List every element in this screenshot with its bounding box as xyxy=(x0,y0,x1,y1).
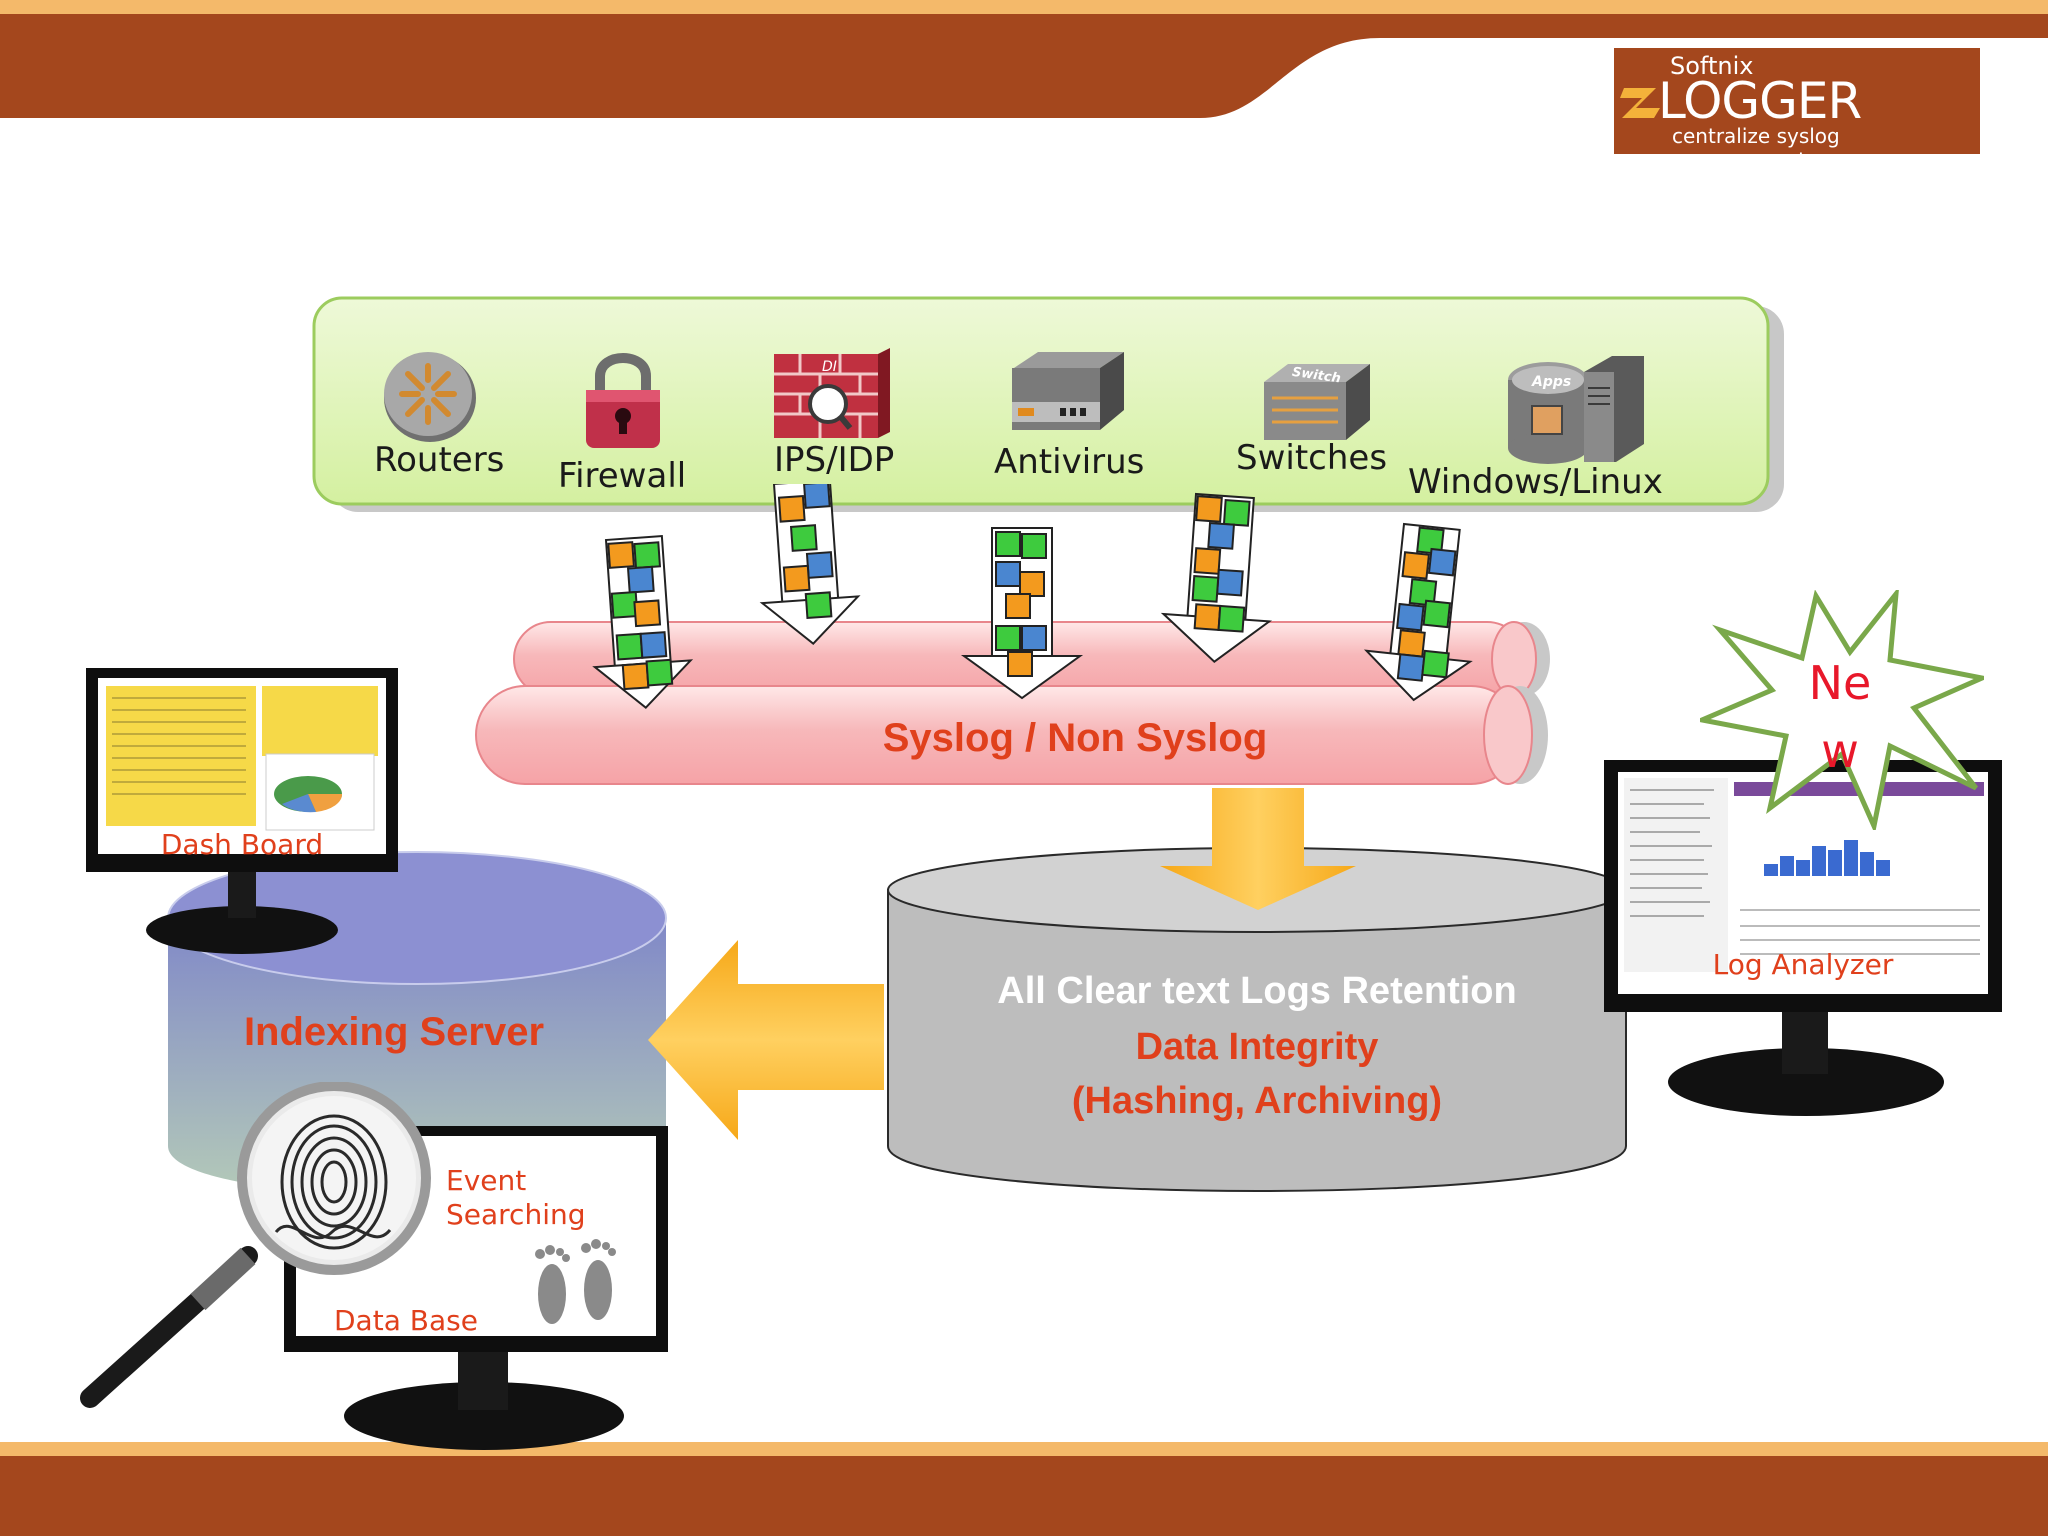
footer-band xyxy=(0,1442,2048,1536)
logo-product: LOGGER xyxy=(1658,72,1862,130)
ips-tag: DI xyxy=(822,359,837,375)
storage-line2: Data Integrity xyxy=(1135,1026,1379,1068)
left-arrow xyxy=(648,940,884,1140)
source-label-firewall: Firewall xyxy=(558,456,687,496)
syslog-pipe xyxy=(475,621,1550,785)
new-badge-line1: Ne xyxy=(1808,656,1872,710)
pipe-label: Syslog / Non Syslog xyxy=(882,716,1268,760)
magnifier-fingerprint-icon xyxy=(80,1082,431,1408)
logo-tagline: centralize syslog management xyxy=(1672,124,1840,172)
dashboard-label: Dash Board xyxy=(160,828,324,861)
cube-arrows xyxy=(592,484,1473,709)
switch-tag: Switch xyxy=(1291,365,1342,387)
source-label-routers: Routers xyxy=(374,440,505,480)
apps-tag: Apps xyxy=(1531,374,1571,390)
indexing-label: Indexing Server xyxy=(243,1010,545,1054)
source-label-windows-linux: Windows/Linux xyxy=(1408,462,1663,502)
appliance-icon xyxy=(1012,352,1124,430)
dashboard-monitor xyxy=(86,668,398,954)
logo-brand: Softnix xyxy=(1670,52,1754,80)
storage-line3: (Hashing, Archiving) xyxy=(1071,1080,1443,1122)
down-arrow xyxy=(1160,788,1356,910)
storage-line1: All Clear text Logs Retention xyxy=(997,970,1517,1012)
new-badge-line2: w xyxy=(1821,724,1859,778)
log-analyzer-label: Log Analyzer xyxy=(1712,948,1894,981)
logo-mark-icon xyxy=(1620,88,1660,118)
router-icon xyxy=(384,352,476,442)
new-starburst-icon xyxy=(1700,590,1984,830)
header-band xyxy=(0,0,2048,118)
brick-firewall-icon: DI xyxy=(774,348,890,438)
database-label: Data Base xyxy=(334,1304,478,1337)
event-searching-line1: Event xyxy=(446,1164,527,1197)
switch-icon: Switch xyxy=(1264,364,1370,440)
source-label-ips-idp: IPS/IDP xyxy=(774,440,895,480)
padlock-icon xyxy=(586,353,660,448)
event-searching-line2: Searching xyxy=(446,1198,586,1231)
source-label-antivirus: Antivirus xyxy=(994,442,1145,482)
source-label-switches: Switches xyxy=(1236,438,1388,478)
log-analyzer-monitor xyxy=(1604,760,2002,1116)
logo-box: Softnix LOGGER centralize syslog managem… xyxy=(1614,48,1980,172)
server-icon: Apps xyxy=(1508,356,1644,464)
